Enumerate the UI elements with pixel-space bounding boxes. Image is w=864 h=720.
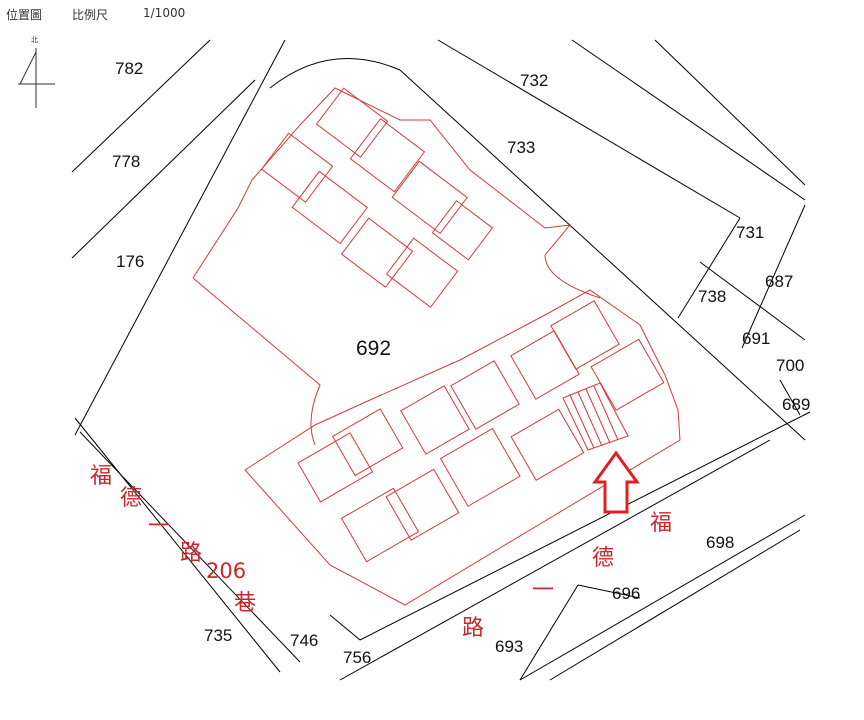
lot-696: 696 <box>612 584 641 603</box>
lot-693: 693 <box>495 637 524 656</box>
road-left-lane-number: 206 <box>206 559 247 583</box>
lot-732: 732 <box>520 71 549 90</box>
target-arrow-icon <box>592 450 640 514</box>
lot-731: 731 <box>736 223 765 242</box>
road-left-char-1: 福 <box>90 464 113 489</box>
road-left-char-2: 德 <box>120 486 143 511</box>
road-left-char-6: 巷 <box>234 591 257 616</box>
lot-700: 700 <box>776 356 805 375</box>
lot-689: 689 <box>782 395 811 414</box>
building-outlines <box>192 87 681 606</box>
scale-value: 1/1000 <box>143 6 186 20</box>
lot-698: 698 <box>706 533 735 552</box>
road-right-char-4: 路 <box>462 616 485 641</box>
lot-692: 692 <box>356 337 392 360</box>
lot-687: 687 <box>765 272 794 291</box>
lot-782: 782 <box>115 59 144 78</box>
road-right-char-2: 德 <box>592 546 615 571</box>
road-left-char-4: 路 <box>180 541 203 566</box>
lot-176: 176 <box>116 252 145 271</box>
north-arrow-icon <box>18 48 55 108</box>
lot-735: 735 <box>204 626 233 645</box>
scale-label: 比例尺 <box>72 8 109 22</box>
lot-738: 738 <box>698 287 727 306</box>
hatched-target-unit <box>562 382 629 451</box>
north-label: 北 <box>31 36 38 44</box>
lot-746: 746 <box>290 631 319 650</box>
road-left-char-3: 一 <box>148 514 171 539</box>
cadastral-lines <box>71 39 811 681</box>
map-title: 位置圖 <box>6 8 43 22</box>
lot-691: 691 <box>742 329 771 348</box>
lot-733: 733 <box>507 138 536 157</box>
road-right-char-3: 一 <box>532 578 555 603</box>
lot-756: 756 <box>343 648 372 667</box>
road-right-char-1: 福 <box>650 511 673 536</box>
lot-778: 778 <box>112 152 141 171</box>
